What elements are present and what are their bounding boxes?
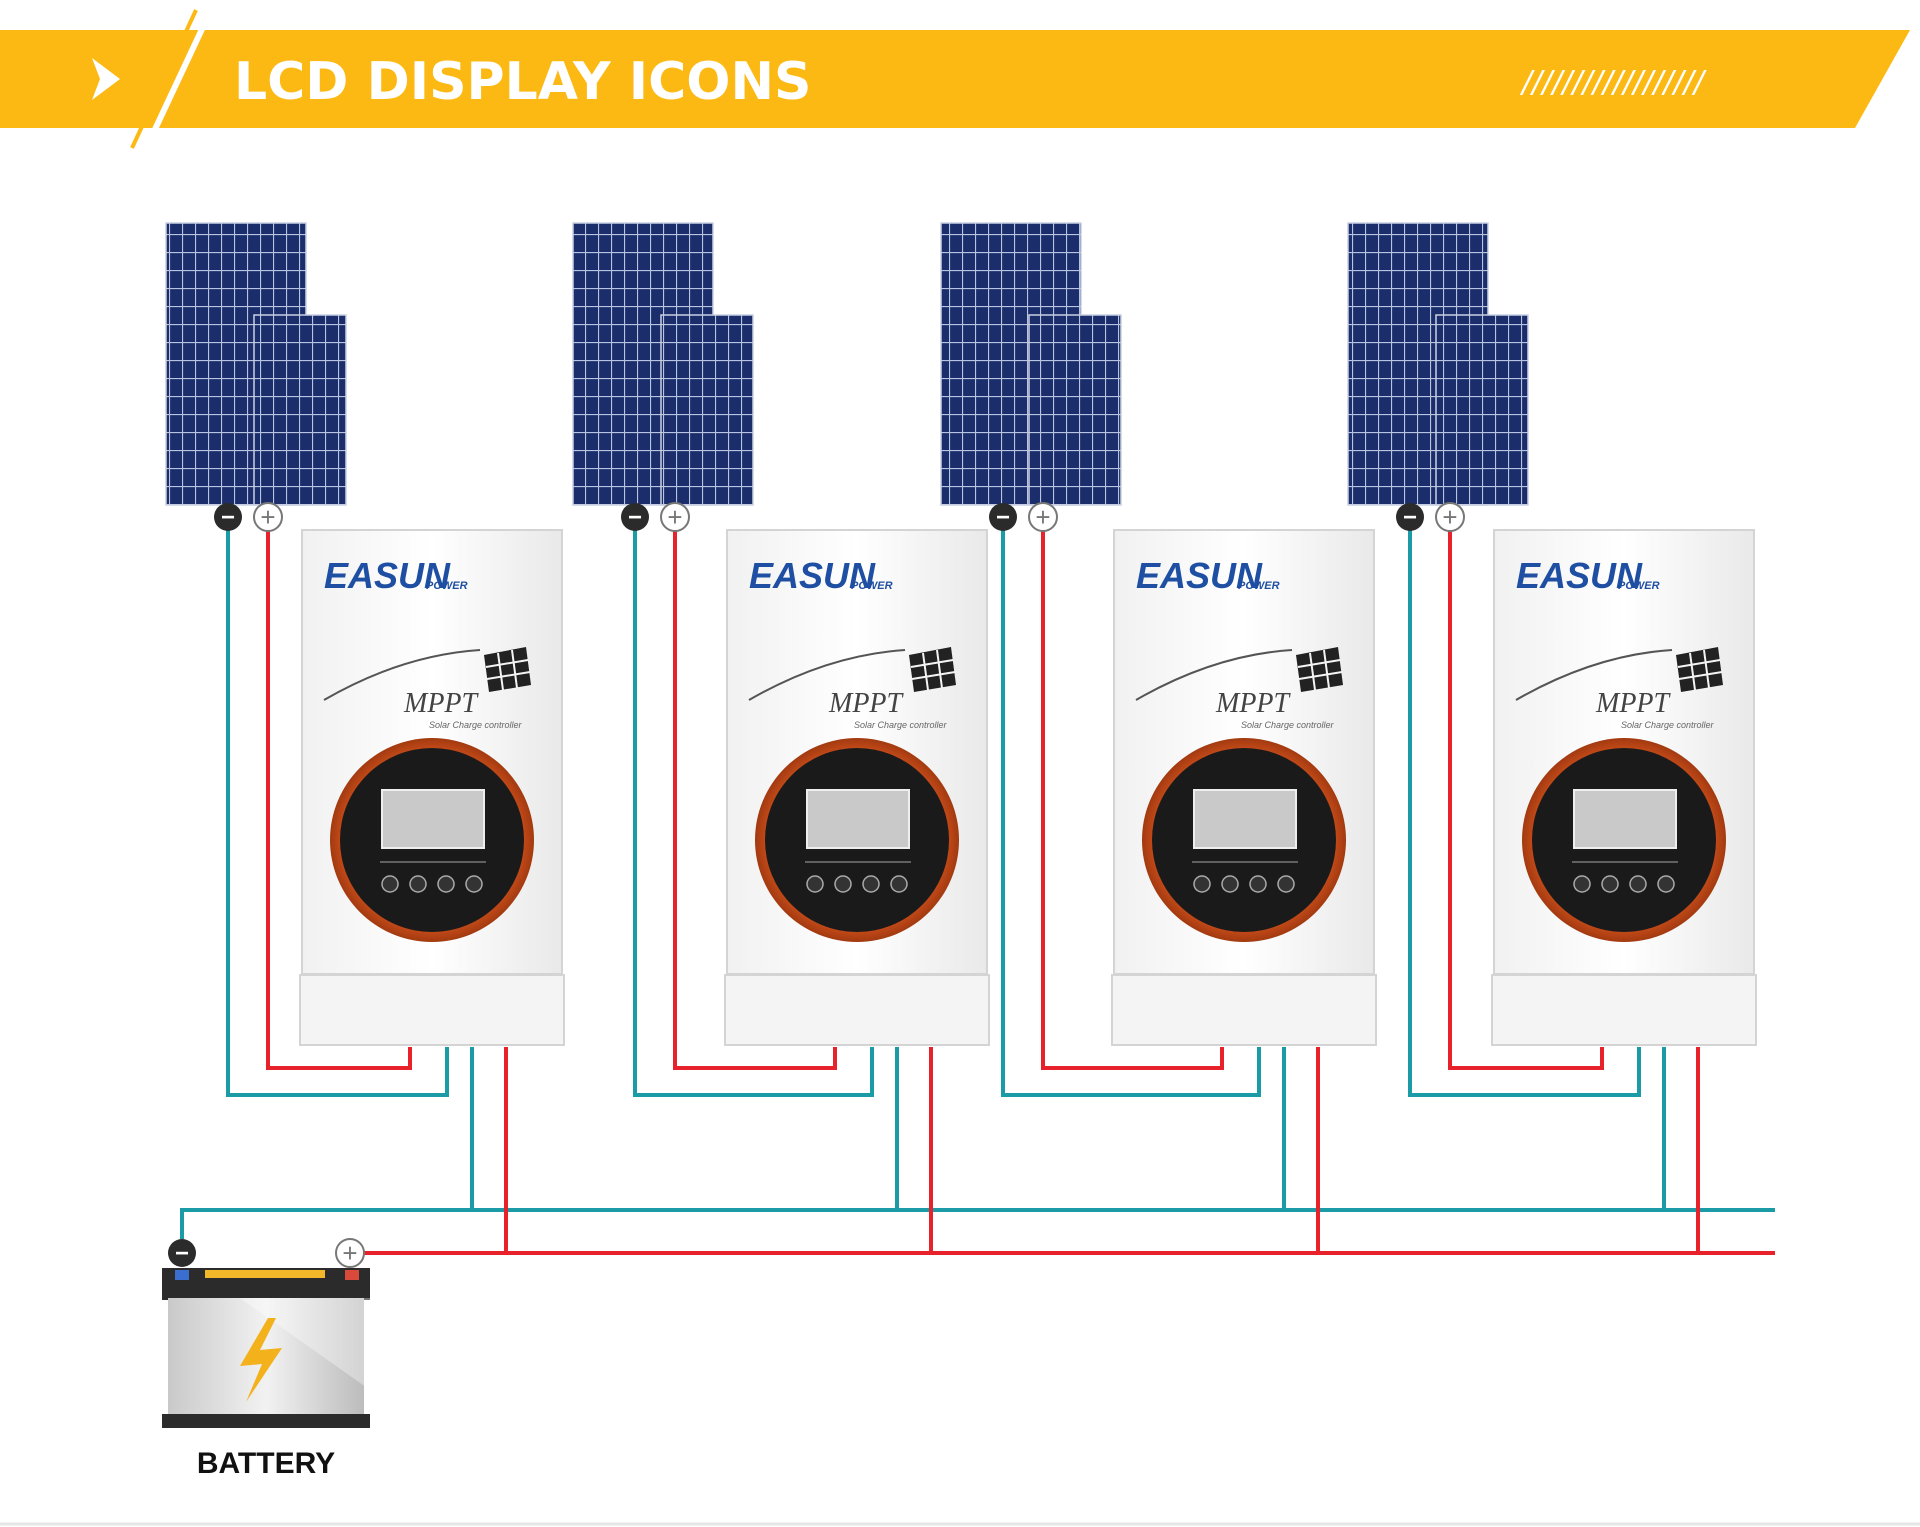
brand-name: EASUN [1516, 555, 1643, 596]
solar-logo-icon [909, 647, 956, 692]
terminals: −+−+−+−+ [214, 502, 1465, 532]
header-banner: LCD DISPLAY ICONS ////////////////// [0, 9, 1910, 149]
wires [180, 530, 1775, 1255]
pv-negative-wire [633, 530, 874, 1097]
pv-negative-wire [1408, 530, 1641, 1097]
lcd-screen [806, 789, 910, 849]
lcd-screen [1193, 789, 1297, 849]
lightning-icon [240, 1318, 282, 1402]
solar-panel [940, 222, 1122, 506]
plus-icon: + [260, 502, 275, 532]
lcd-button[interactable] [437, 875, 455, 893]
brand-subname: POWER [1238, 580, 1280, 592]
swoosh-graphic [1515, 649, 1673, 701]
model-name: MPPT [403, 688, 480, 719]
lcd-button[interactable] [409, 875, 427, 893]
brand-subname: POWER [1618, 580, 1660, 592]
solar-logo-icon [484, 647, 531, 692]
lcd-button[interactable] [1221, 875, 1239, 893]
brand-name: EASUN [749, 555, 876, 596]
battery-positive-terminal [335, 1238, 365, 1268]
solar-panel [165, 222, 347, 506]
panel-positive-terminal [1435, 502, 1465, 532]
banner-hatch: ////////////////// [1519, 65, 1707, 100]
solar-panel [1347, 222, 1529, 506]
solar-logo-icon [1676, 647, 1723, 692]
minus-icon: − [628, 504, 642, 531]
panel-negative-terminal [989, 503, 1017, 531]
swoosh-graphic [323, 649, 481, 701]
swoosh-graphic [1135, 649, 1293, 701]
model-name: MPPT [1215, 688, 1292, 719]
lcd-button[interactable] [862, 875, 880, 893]
battery-label: BATTERY [197, 1447, 335, 1480]
plus-icon: + [1442, 502, 1457, 532]
pv-positive-wire [1041, 530, 1224, 1070]
pv-positive-wire [1448, 530, 1604, 1070]
model-subtitle: Solar Charge controller [1621, 720, 1715, 730]
pv-negative-wire [1001, 530, 1261, 1097]
lcd-button[interactable] [1629, 875, 1647, 893]
lcd-button[interactable] [1601, 875, 1619, 893]
lcd-screen [1573, 789, 1677, 849]
solar-logo-icon [1296, 647, 1343, 692]
lcd-button[interactable] [890, 875, 908, 893]
panel-positive-terminal [253, 502, 283, 532]
plus-icon: + [667, 502, 682, 532]
minus-icon: − [1403, 504, 1417, 531]
model-name: MPPT [1595, 688, 1672, 719]
pv-negative-wire [226, 530, 449, 1097]
brand-subname: POWER [426, 580, 468, 592]
model-subtitle: Solar Charge controller [429, 720, 523, 730]
brand-subname: POWER [851, 580, 893, 592]
battery: − + BATTERY [162, 1238, 370, 1480]
lcd-button[interactable] [1277, 875, 1295, 893]
panel-positive-terminal [660, 502, 690, 532]
page-title: LCD DISPLAY ICONS [234, 52, 811, 112]
lcd-button[interactable] [806, 875, 824, 893]
model-subtitle: Solar Charge controller [1241, 720, 1335, 730]
model-name: MPPT [828, 688, 905, 719]
brand-name: EASUN [324, 555, 451, 596]
lcd-button[interactable] [1193, 875, 1211, 893]
plus-icon: + [1035, 502, 1050, 532]
battery-negative-terminal [168, 1239, 196, 1267]
battery-negative-bus [180, 1208, 1775, 1239]
lcd-button[interactable] [381, 875, 399, 893]
panel-positive-terminal [1028, 502, 1058, 532]
lcd-button[interactable] [465, 875, 483, 893]
minus-icon: − [221, 504, 235, 531]
lcd-button[interactable] [1657, 875, 1675, 893]
pv-positive-wire [673, 530, 837, 1070]
lcd-screen [381, 789, 485, 849]
solar-panels [165, 222, 1529, 506]
panel-negative-terminal [621, 503, 649, 531]
panel-negative-terminal [1396, 503, 1424, 531]
plus-icon: + [342, 1238, 357, 1268]
solar-panel [572, 222, 754, 506]
lcd-button[interactable] [1573, 875, 1591, 893]
swoosh-graphic [748, 649, 906, 701]
lcd-button[interactable] [834, 875, 852, 893]
model-subtitle: Solar Charge controller [854, 720, 948, 730]
panel-negative-terminal [214, 503, 242, 531]
minus-icon: − [175, 1240, 189, 1267]
pv-positive-wire [266, 530, 412, 1070]
minus-icon: − [996, 504, 1010, 531]
lcd-button[interactable] [1249, 875, 1267, 893]
chevron-right-icon [92, 58, 120, 100]
brand-name: EASUN [1136, 555, 1263, 596]
